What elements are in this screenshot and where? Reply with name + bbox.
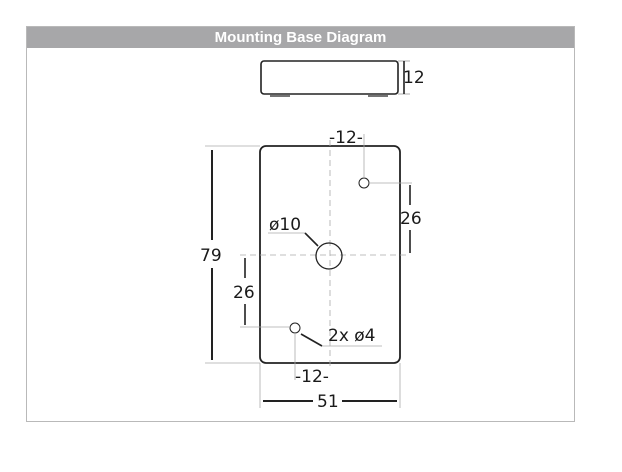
bottom-hole-vertical-label: 26	[233, 283, 255, 303]
top-right-hole	[358, 177, 370, 189]
overall-height-label: 79	[200, 246, 222, 266]
small-holes-leader-arrow	[300, 333, 323, 347]
bottom-hole-offset-label: -12-	[295, 367, 329, 387]
side-view-outline	[260, 60, 399, 95]
center-hole	[315, 242, 343, 270]
top-hole-offset-label: -12-	[329, 128, 363, 148]
center-hole-leader-arrow	[304, 232, 319, 247]
overall-width-label: 51	[317, 392, 339, 412]
side-height-label: 12	[403, 68, 425, 88]
small-holes-label: 2x ø4	[328, 326, 376, 346]
bottom-left-hole	[289, 322, 301, 334]
top-view: 79 51 -12- 26 ø10 26 -12- 2x ø4	[200, 128, 422, 412]
center-hole-label: ø10	[269, 215, 301, 235]
top-hole-vertical-label: 26	[400, 209, 422, 229]
diagram-frame: Mounting Base Diagram	[26, 26, 575, 422]
diagram-title: Mounting Base Diagram	[27, 27, 574, 48]
side-view: 12	[260, 60, 425, 97]
